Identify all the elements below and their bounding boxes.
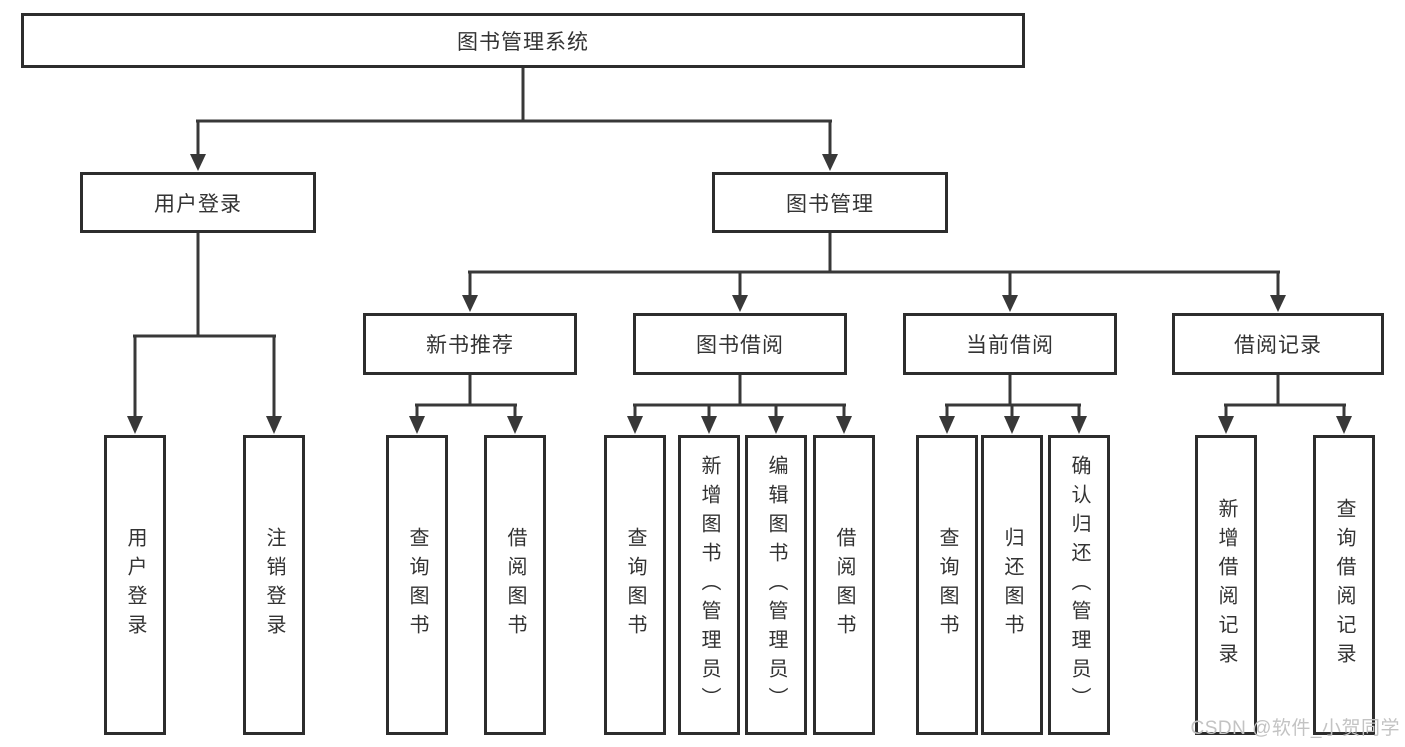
leaf-query-books-rec: 查询图书	[386, 435, 448, 735]
leaf-query-books-borrow: 查询图书	[604, 435, 666, 735]
connector-root-to-branches	[190, 68, 838, 171]
leaf-add-books-admin: 新增图书（管理员）	[678, 435, 740, 735]
leaf-borrow-books-rec: 借阅图书	[484, 435, 546, 735]
node-book-management: 图书管理	[712, 172, 948, 233]
node-book-borrowing-label: 图书借阅	[696, 334, 784, 357]
connector-new-book-rec-to-leaves	[409, 375, 523, 434]
leaf-return-books-label: 归还图书	[1001, 527, 1023, 643]
leaf-logout: 注销登录	[243, 435, 305, 735]
node-user-login: 用户登录	[80, 172, 316, 233]
leaf-query-books-rec-label: 查询图书	[406, 527, 428, 643]
leaf-query-borrow-record: 查询借阅记录	[1313, 435, 1375, 735]
leaf-borrow-books: 借阅图书	[813, 435, 875, 735]
node-new-book-recommendation: 新书推荐	[363, 313, 577, 375]
leaf-user-login: 用户登录	[104, 435, 166, 735]
leaf-add-borrow-record-label: 新增借阅记录	[1215, 498, 1237, 672]
leaf-user-login-label: 用户登录	[124, 527, 146, 643]
node-library-system: 图书管理系统	[21, 13, 1025, 68]
leaf-edit-books-admin: 编辑图书（管理员）	[745, 435, 807, 735]
leaf-add-borrow-record: 新增借阅记录	[1195, 435, 1257, 735]
leaf-edit-books-admin-label: 编辑图书（管理员）	[765, 454, 787, 716]
connector-borrow-records-to-leaves	[1218, 375, 1352, 434]
node-new-book-recommendation-label: 新书推荐	[426, 334, 514, 357]
leaf-borrow-books-label: 借阅图书	[833, 527, 855, 643]
node-user-login-label: 用户登录	[154, 192, 242, 216]
watermark: CSDN @软件_小贺同学	[1190, 718, 1400, 739]
leaf-borrow-books-rec-label: 借阅图书	[504, 527, 526, 643]
node-current-borrowing-label: 当前借阅	[966, 334, 1054, 357]
node-current-borrowing: 当前借阅	[903, 313, 1117, 375]
leaf-query-books-current: 查询图书	[916, 435, 978, 735]
leaf-confirm-return-admin: 确认归还（管理员）	[1048, 435, 1110, 735]
leaf-query-books-borrow-label: 查询图书	[624, 527, 646, 643]
leaf-return-books: 归还图书	[981, 435, 1043, 735]
connector-current-borrow-to-leaves	[939, 375, 1087, 434]
node-book-management-label: 图书管理	[786, 192, 874, 216]
connector-user-login-to-leaves	[127, 233, 282, 434]
node-borrowing-records: 借阅记录	[1172, 313, 1384, 375]
leaf-query-books-current-label: 查询图书	[936, 527, 958, 643]
leaf-add-books-admin-label: 新增图书（管理员）	[698, 454, 720, 716]
connector-book-mgmt-to-sections	[462, 233, 1286, 312]
leaf-query-borrow-record-label: 查询借阅记录	[1333, 498, 1355, 672]
node-borrowing-records-label: 借阅记录	[1234, 334, 1322, 357]
leaf-logout-label: 注销登录	[263, 527, 285, 643]
connector-book-borrow-to-leaves	[627, 375, 852, 434]
node-book-borrowing: 图书借阅	[633, 313, 847, 375]
leaf-confirm-return-admin-label: 确认归还（管理员）	[1068, 454, 1090, 716]
node-library-system-label: 图书管理系统	[457, 30, 589, 54]
